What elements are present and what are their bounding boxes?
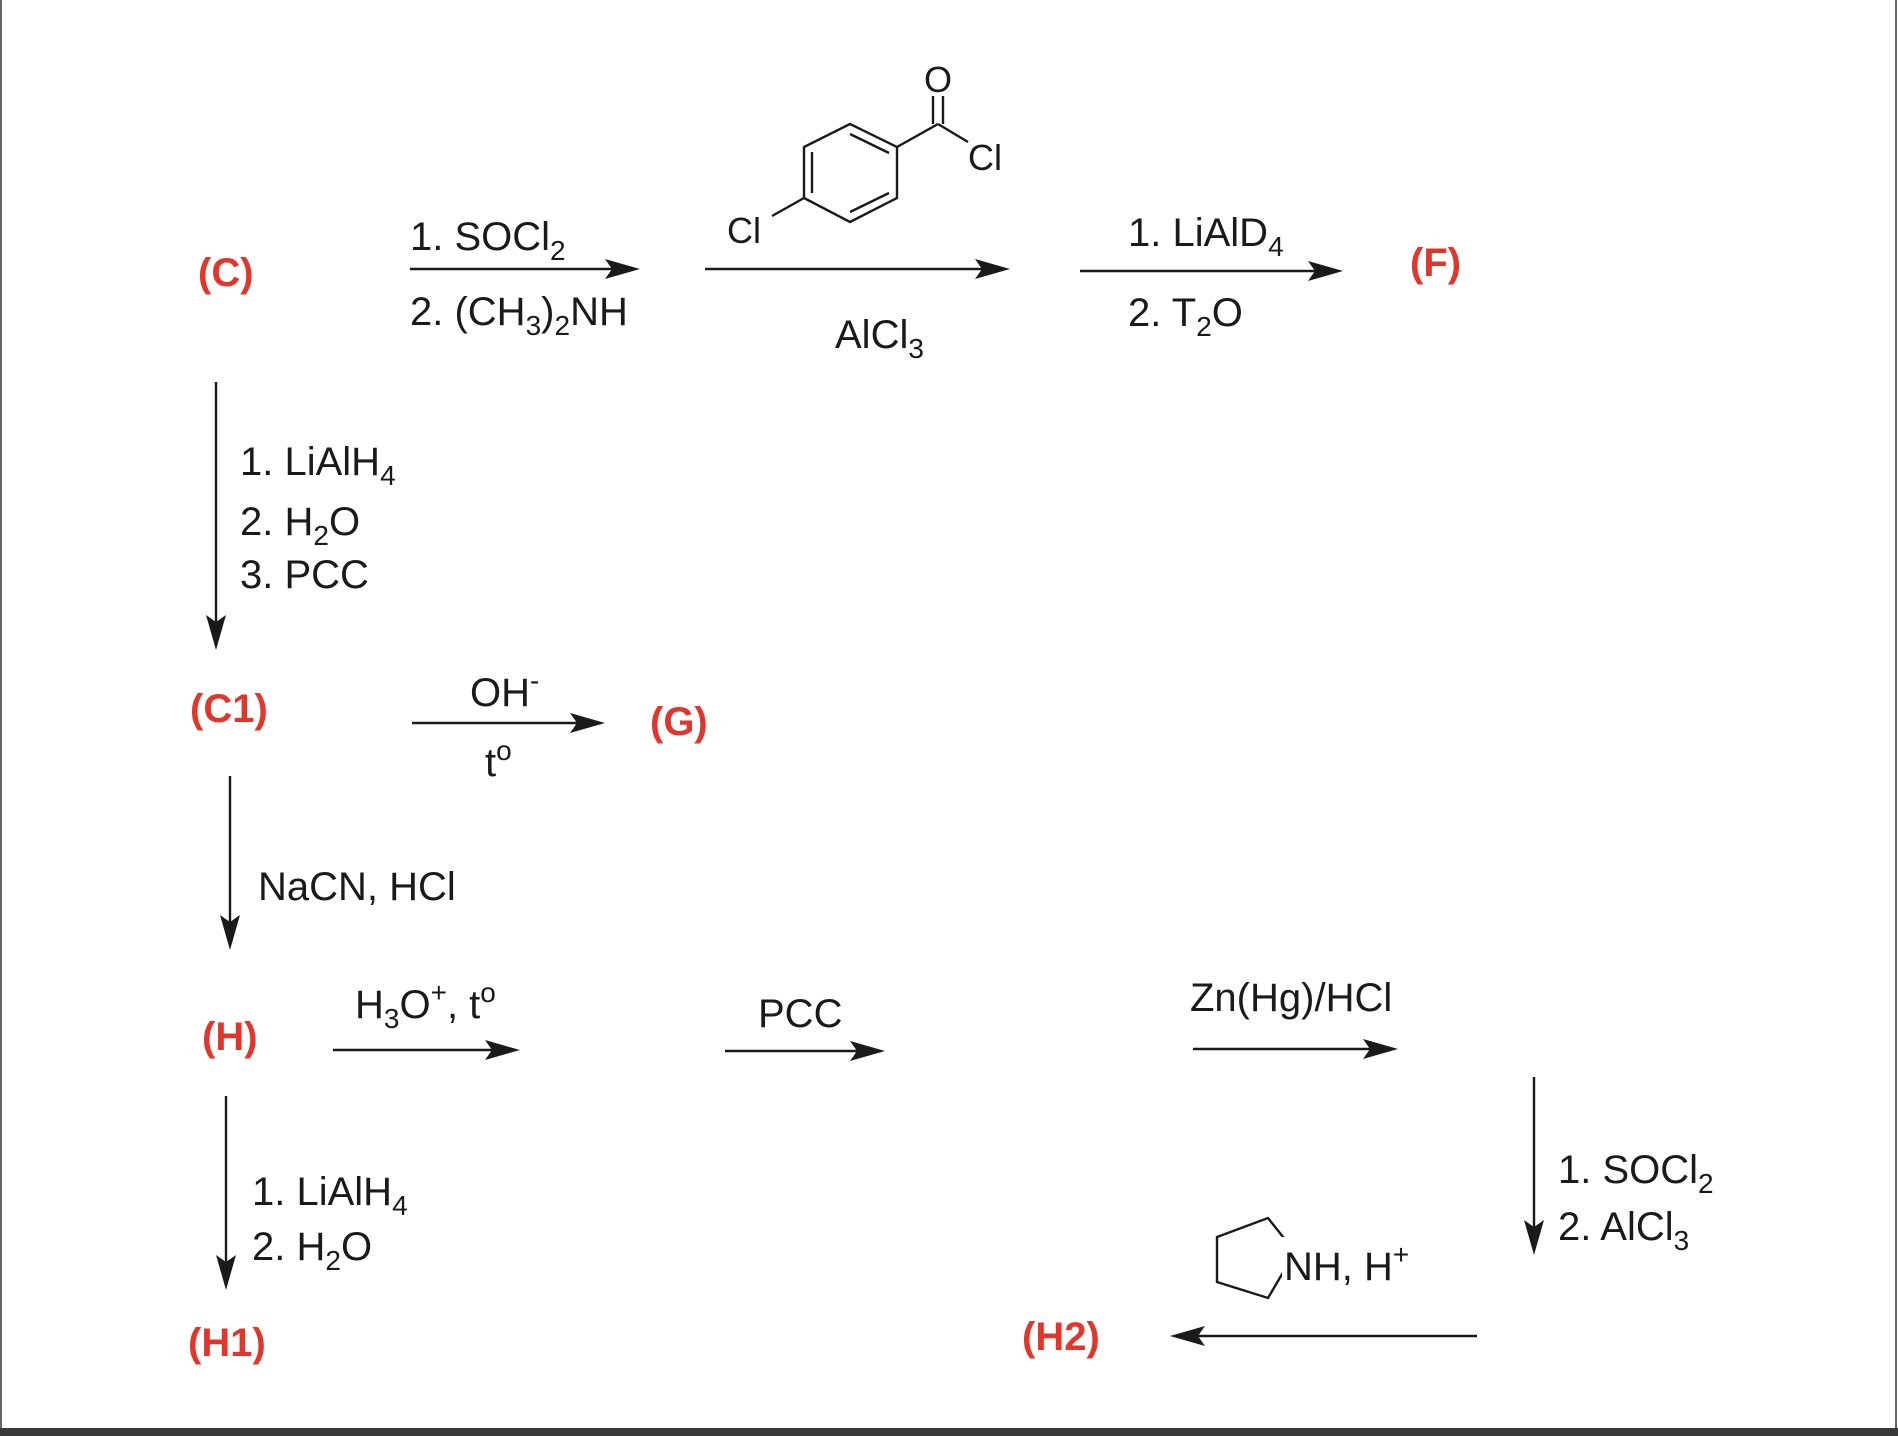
reagent-nacn-hcl: NaCN, HCl bbox=[258, 865, 456, 909]
benzene-ring bbox=[802, 122, 899, 224]
reagent-pcc-c1-step3: 3. PCC bbox=[240, 553, 369, 597]
reagent-dimethylamine-step2: 2. (CH3)2NH bbox=[410, 290, 628, 341]
arrow-intramolecular-acylation bbox=[1524, 1077, 1544, 1255]
reagent-hydroxide: OH- bbox=[470, 665, 539, 715]
ring-chlorine-atom: Cl bbox=[727, 210, 761, 251]
compound-c-label: (C) bbox=[198, 251, 254, 295]
reagent-pyrrolidine-acid: NH, H+ bbox=[1284, 1239, 1409, 1289]
reagent-t2o-step2: 2. T2O bbox=[1128, 291, 1243, 342]
arrow-to-f bbox=[1080, 261, 1343, 281]
carbonyl-oxygen-atom: O bbox=[924, 59, 952, 100]
arrow-c1-to-h bbox=[220, 776, 240, 950]
pyrrolidine-structure bbox=[1215, 1216, 1297, 1300]
reagent-socl2-cyclization-step1: 1. SOCl2 bbox=[1558, 1148, 1714, 1199]
reagent-socl2-step1: 1. SOCl2 bbox=[410, 215, 566, 266]
arrow-c-to-c1 bbox=[206, 382, 226, 650]
reagent-h2o-h1-step2: 2. H2O bbox=[252, 1225, 372, 1276]
reagent-alcl3-cyclization-step2: 2. AlCl3 bbox=[1558, 1205, 1689, 1256]
reagent-lialh4-c1-step1: 1. LiAlH4 bbox=[240, 440, 396, 491]
arrow-to-h2 bbox=[1170, 1326, 1477, 1346]
arrow-c1-to-g bbox=[412, 713, 605, 733]
arrow-h-hydrolysis bbox=[333, 1040, 520, 1060]
reagent-lialh4-h1-step1: 1. LiAlH4 bbox=[252, 1170, 408, 1221]
reagent-pcc: PCC bbox=[758, 992, 842, 1036]
compound-h1-label: (H1) bbox=[188, 1321, 266, 1365]
compound-h2-label: (H2) bbox=[1022, 1315, 1100, 1359]
chlorobenzoyl-chloride-structure: Cl O Cl bbox=[727, 59, 1002, 251]
reagent-zn-hg-hcl: Zn(Hg)/HCl bbox=[1190, 976, 1392, 1020]
pyrrolidine-ring bbox=[1215, 1216, 1297, 1300]
compound-g-label: (G) bbox=[650, 700, 708, 744]
reagent-heat-g: to bbox=[485, 735, 512, 785]
arrow-c-amide bbox=[410, 259, 640, 279]
compound-h-label: (H) bbox=[202, 1015, 258, 1059]
arrow-clemmensen bbox=[1193, 1039, 1398, 1059]
acyl-chlorine-atom: Cl bbox=[968, 137, 1002, 178]
reagent-h2o-c1-step2: 2. H2O bbox=[240, 500, 360, 551]
reagent-lialD4-step1: 1. LiAlD4 bbox=[1128, 211, 1284, 262]
pyrrolidine-nh-mask bbox=[1282, 1237, 1360, 1281]
compound-c1-label: (C1) bbox=[190, 687, 268, 731]
compound-f-label: (F) bbox=[1410, 241, 1461, 285]
bottom-frame-bar bbox=[0, 1428, 1898, 1436]
arrow-h-to-h1 bbox=[216, 1096, 236, 1290]
arrow-friedel-crafts bbox=[705, 259, 1010, 279]
arrow-pcc bbox=[725, 1041, 885, 1061]
reagent-alcl3: AlCl3 bbox=[835, 313, 924, 364]
reagent-h3o-heat: H3O+, to bbox=[355, 977, 496, 1034]
